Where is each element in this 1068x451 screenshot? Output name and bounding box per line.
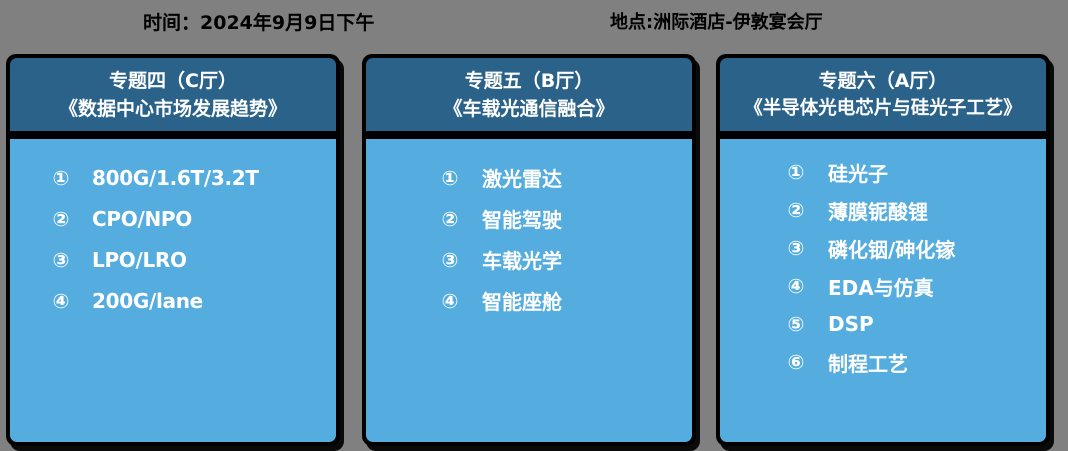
panel-header-topic-six: 专题六（A厅） 《半导体光电芯片与硅光子工艺》 bbox=[720, 58, 1046, 131]
event-place-label: 地点:洲际酒店-伊敦宴会厅 bbox=[610, 12, 823, 33]
list-item[interactable]: ② 薄膜铌酸锂 bbox=[720, 191, 1046, 229]
panel-header-topic-four: 专题四（C厅） 《数据中心市场发展趋势》 bbox=[10, 58, 336, 131]
top-info-bar: 时间：2024年9月9日下午 地点:洲际酒店-伊敦宴会厅 bbox=[0, 0, 1068, 44]
session-panel-topic-six[interactable]: 专题六（A厅） 《半导体光电芯片与硅光子工艺》 ① 硅光子 ② 薄膜铌酸锂 ③ … bbox=[716, 54, 1050, 446]
panel-subtitle: 《数据中心市场发展趋势》 bbox=[58, 98, 287, 120]
list-item-label: 200G/lane bbox=[92, 288, 203, 313]
list-item-number: ③ bbox=[441, 247, 459, 272]
list-item-number: ② bbox=[52, 206, 70, 231]
session-panel-topic-four[interactable]: 专题四（C厅） 《数据中心市场发展趋势》 ① 800G/1.6T/3.2T ② … bbox=[6, 54, 340, 446]
list-item-label: 车载光学 bbox=[482, 249, 562, 273]
list-item[interactable]: ① 硅光子 bbox=[720, 153, 1046, 191]
list-item[interactable]: ③ 磷化铟/砷化镓 bbox=[720, 229, 1046, 267]
list-item-number: ② bbox=[441, 206, 459, 231]
session-panels-row: 专题四（C厅） 《数据中心市场发展趋势》 ① 800G/1.6T/3.2T ② … bbox=[0, 44, 1068, 451]
list-item-number: ⑥ bbox=[787, 350, 805, 374]
list-item-number: ③ bbox=[787, 236, 805, 260]
list-item-label: 硅光子 bbox=[828, 161, 888, 186]
panel-title: 专题六（A厅） bbox=[818, 70, 948, 92]
list-item-label: CPO/NPO bbox=[92, 206, 192, 231]
list-item-label: 激光雷达 bbox=[482, 167, 562, 191]
panel-divider bbox=[366, 131, 692, 139]
list-item[interactable]: ④ 200G/lane bbox=[10, 280, 336, 321]
list-item-label: DSP bbox=[828, 312, 874, 336]
panel-body-topic-four: ① 800G/1.6T/3.2T ② CPO/NPO ③ LPO/LRO ④ 2… bbox=[10, 139, 336, 442]
list-item-number: ④ bbox=[52, 288, 70, 313]
panel-body-topic-five: ① 激光雷达 ② 智能驾驶 ③ 车载光学 ④ 智能座舱 bbox=[366, 139, 692, 442]
list-item[interactable]: ④ 智能座舱 bbox=[366, 280, 692, 321]
list-item[interactable]: ② 智能驾驶 bbox=[366, 198, 692, 239]
list-item-label: 磷化铟/砷化镓 bbox=[828, 237, 956, 262]
list-item[interactable]: ③ LPO/LRO bbox=[10, 239, 336, 280]
list-item-label: EDA与仿真 bbox=[828, 275, 934, 300]
panel-title: 专题四（C厅） bbox=[109, 70, 237, 92]
list-item-label: 制程工艺 bbox=[828, 351, 908, 376]
list-item-number: ① bbox=[441, 165, 459, 190]
list-item[interactable]: ① 800G/1.6T/3.2T bbox=[10, 157, 336, 198]
list-item[interactable]: ④ EDA与仿真 bbox=[720, 267, 1046, 305]
panel-divider bbox=[720, 131, 1046, 139]
list-item[interactable]: ② CPO/NPO bbox=[10, 198, 336, 239]
list-item-label: 800G/1.6T/3.2T bbox=[92, 165, 259, 190]
list-item[interactable]: ③ 车载光学 bbox=[366, 239, 692, 280]
list-item-number: ① bbox=[787, 160, 805, 184]
event-time-label: 时间：2024年9月9日下午 bbox=[143, 12, 375, 34]
panel-divider bbox=[10, 131, 336, 139]
list-item-label: 智能座舱 bbox=[482, 290, 562, 314]
list-item-number: ① bbox=[52, 165, 70, 190]
list-item[interactable]: ⑥ 制程工艺 bbox=[720, 343, 1046, 381]
list-item[interactable]: ① 激光雷达 bbox=[366, 157, 692, 198]
list-item-number: ④ bbox=[787, 274, 805, 298]
list-item-label: LPO/LRO bbox=[92, 247, 187, 272]
session-panel-topic-five[interactable]: 专题五（B厅） 《车载光通信融合》 ① 激光雷达 ② 智能驾驶 ③ 车载光学 ④… bbox=[362, 54, 696, 446]
list-item-label: 薄膜铌酸锂 bbox=[828, 199, 928, 224]
panel-title: 专题五（B厅） bbox=[464, 70, 594, 92]
list-item-number: ③ bbox=[52, 247, 70, 272]
panel-body-topic-six: ① 硅光子 ② 薄膜铌酸锂 ③ 磷化铟/砷化镓 ④ EDA与仿真 ⑤ DSP ⑥… bbox=[720, 139, 1046, 442]
list-item-label: 智能驾驶 bbox=[482, 208, 562, 232]
panel-header-topic-five: 专题五（B厅） 《车载光通信融合》 bbox=[366, 58, 692, 131]
list-item[interactable]: ⑤ DSP bbox=[720, 305, 1046, 343]
list-item-number: ④ bbox=[441, 288, 459, 313]
list-item-number: ② bbox=[787, 198, 805, 222]
list-item-number: ⑤ bbox=[787, 312, 805, 336]
panel-subtitle: 《车载光通信融合》 bbox=[443, 98, 615, 120]
panel-subtitle: 《半导体光电芯片与硅光子工艺》 bbox=[744, 98, 1022, 119]
